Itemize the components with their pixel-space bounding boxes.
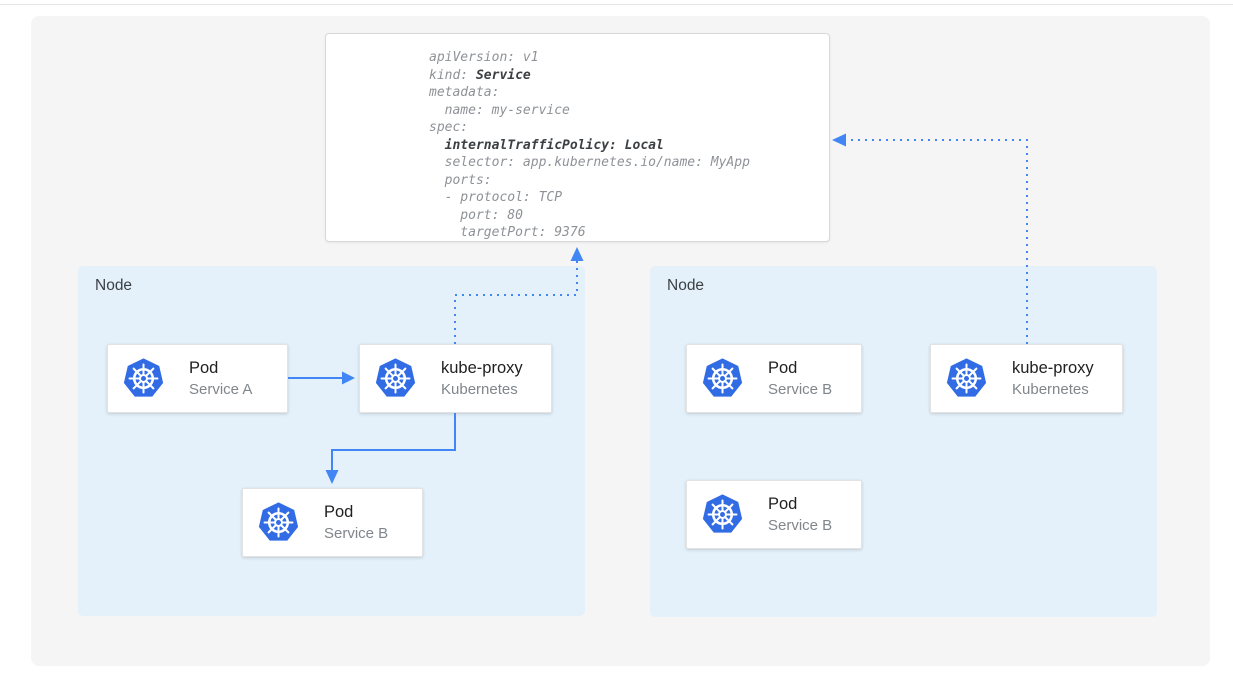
service-yaml-card: apiVersion: v1 kind: Service metadata: n… [325, 33, 830, 242]
card-title: Pod [189, 358, 219, 377]
yaml-line: internalTrafficPolicy: Local [444, 137, 664, 153]
node-right: Node [650, 266, 1157, 617]
card-pod-service-b-left: Pod Service B [242, 488, 423, 557]
top-divider [0, 4, 1233, 5]
node-left-label: Node [95, 277, 133, 294]
yaml-line: kind: Service [429, 67, 531, 83]
yaml-line: spec: [429, 120, 469, 135]
yaml-line: port: 80 [429, 207, 523, 223]
yaml-line: selector: app.kubernetes.io/name: MyApp [429, 155, 750, 170]
node-right-label: Node [667, 277, 705, 294]
card-title: kube-proxy [441, 358, 523, 377]
yaml-line: ports: [429, 172, 492, 188]
node-left: Node [78, 266, 585, 616]
card-kube-proxy-right: kube-proxy Kubernetes [930, 344, 1123, 413]
card-pod-service-b-right-top: Pod Service B [686, 344, 862, 413]
card-title: Pod [768, 358, 798, 377]
kubernetes-logo-icon [701, 357, 744, 400]
card-subtitle: Service B [768, 516, 833, 534]
kubernetes-logo-icon [122, 357, 165, 400]
yaml-line: name: my-service [429, 102, 570, 118]
kubernetes-logo-icon [257, 501, 300, 544]
card-pod-service-b-right-bottom: Pod Service B [686, 480, 862, 549]
card-title: Pod [768, 494, 798, 513]
kubernetes-logo-icon [701, 493, 744, 536]
yaml-line: targetPort: 9376 [429, 225, 586, 240]
card-subtitle: Kubernetes [1012, 380, 1089, 398]
yaml-line: - protocol: TCP [429, 190, 563, 205]
yaml-line: metadata: [429, 85, 500, 100]
kubernetes-logo-icon [945, 357, 988, 400]
card-subtitle: Kubernetes [441, 380, 518, 398]
card-kube-proxy-left: kube-proxy Kubernetes [359, 344, 552, 413]
card-pod-service-a: Pod Service A [107, 344, 288, 413]
card-title: Pod [324, 502, 354, 521]
card-subtitle: Service A [189, 380, 253, 398]
card-title: kube-proxy [1012, 358, 1094, 377]
kubernetes-logo-icon [374, 357, 417, 400]
card-subtitle: Service B [768, 380, 833, 398]
card-subtitle: Service B [324, 524, 389, 542]
yaml-line: apiVersion: v1 [429, 50, 539, 65]
